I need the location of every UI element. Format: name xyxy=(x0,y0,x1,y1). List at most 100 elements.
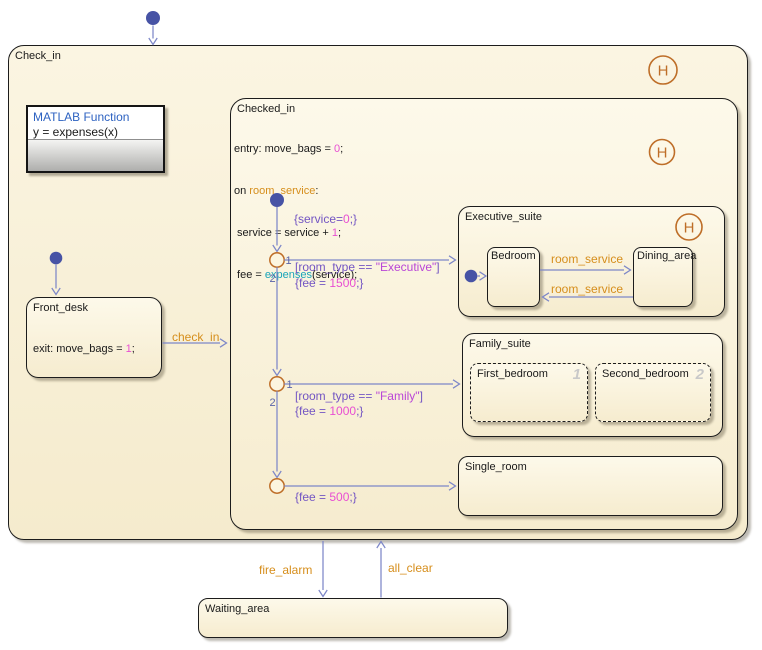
default-transition-dot[interactable] xyxy=(270,193,284,207)
text-segment: ] xyxy=(419,389,423,403)
arrowhead-icon xyxy=(148,37,158,46)
text-segment: entry: move_bags = xyxy=(234,143,334,155)
text-segment: "Executive" xyxy=(375,260,437,274)
text-segment: ;} xyxy=(356,276,364,290)
matlab-function-signature: y = expenses(x) xyxy=(33,125,119,139)
text-segment: ] xyxy=(436,260,440,274)
arrowhead-icon xyxy=(623,265,632,275)
transition-label-family-condition[interactable]: [room_type == "Family"] xyxy=(295,389,423,403)
text-segment: on xyxy=(234,185,250,197)
arrowhead-icon xyxy=(448,255,457,265)
text-segment: [room_type == xyxy=(295,260,376,274)
state-waiting-area-label: Waiting_area xyxy=(205,603,270,615)
text-segment: ; xyxy=(131,343,135,355)
state-single-room[interactable]: Single_room xyxy=(458,456,723,516)
state-front-desk-label: Front_desk xyxy=(33,302,89,314)
history-junction-label: H xyxy=(658,63,669,80)
text-segment: ;} xyxy=(349,490,357,504)
arrowhead-icon xyxy=(479,271,488,281)
history-junction-check-in[interactable] xyxy=(648,55,678,85)
matlab-function-block[interactable]: MATLAB Function y = expenses(x) xyxy=(26,105,165,173)
default-transition-dot[interactable] xyxy=(49,251,63,265)
state-single-room-label: Single_room xyxy=(465,461,527,473)
arrowhead-icon xyxy=(448,481,457,491)
state-front-desk[interactable]: Front_desk xyxy=(26,297,162,378)
state-executive-suite-label: Executive_suite xyxy=(465,211,543,223)
state-check-in-label: Check_in xyxy=(15,50,61,62)
arrowhead-icon xyxy=(219,338,228,348)
text-segment: {service= xyxy=(294,212,344,226)
state-bedroom[interactable]: Bedroom xyxy=(487,247,540,307)
junction-family[interactable] xyxy=(269,376,285,392)
parallel-order-number: 1 xyxy=(572,366,581,383)
text-segment: 1000 xyxy=(329,404,357,418)
text-segment: ;} xyxy=(349,212,358,226)
transition-label-family-fee[interactable]: {fee = 1000;} xyxy=(295,404,363,418)
transition-label-check-in[interactable]: check_in xyxy=(172,330,220,344)
junction-order-number: 2 xyxy=(270,273,276,285)
arrowhead-icon xyxy=(272,368,282,377)
text-segment: 1 xyxy=(125,343,132,355)
state-checked-in-label: Checked_in xyxy=(237,103,296,115)
text-segment: {fee = xyxy=(295,276,330,290)
parallel-order-number: 2 xyxy=(695,366,704,383)
text-segment: ;} xyxy=(356,404,364,418)
default-transition-dot[interactable] xyxy=(146,11,160,25)
history-junction-label: H xyxy=(684,220,695,237)
transition-label-executive-fee[interactable]: {fee = 1500;} xyxy=(295,276,363,290)
text-segment: service = service + xyxy=(234,227,332,239)
text-segment: {fee = xyxy=(295,404,330,418)
state-second-bedroom[interactable]: Second_bedroom 2 xyxy=(595,363,711,422)
arrowhead-icon xyxy=(272,470,282,479)
text-segment: 0 xyxy=(343,212,350,226)
text-segment: room_service xyxy=(249,185,316,197)
arrowhead-icon xyxy=(272,244,282,253)
state-waiting-area[interactable]: Waiting_area xyxy=(198,598,508,638)
arrowhead-icon xyxy=(318,589,328,598)
arrowhead-icon xyxy=(376,540,386,549)
junction-single[interactable] xyxy=(269,478,285,494)
text-segment: ; xyxy=(337,227,342,239)
text-segment: 500 xyxy=(329,490,350,504)
junction-order-number: 1 xyxy=(287,379,293,391)
text-segment: fee = xyxy=(234,269,265,281)
text-segment: ; xyxy=(340,143,344,155)
state-first-bedroom[interactable]: First_bedroom 1 xyxy=(470,363,588,422)
text-segment: exit: move_bags = xyxy=(33,343,126,355)
transition-label-fire-alarm[interactable]: fire_alarm xyxy=(259,563,313,577)
transition-label-executive-condition[interactable]: [room_type == "Executive"] xyxy=(295,260,440,274)
junction-order-number: 1 xyxy=(286,255,292,267)
text-segment: : xyxy=(315,185,319,197)
default-transition-dot[interactable] xyxy=(464,269,478,283)
text-segment: (service); xyxy=(311,269,358,281)
text-segment: 1 xyxy=(331,227,338,239)
arrowhead-icon xyxy=(452,379,461,389)
state-bedroom-label: Bedroom xyxy=(491,250,536,262)
arrowhead-icon xyxy=(51,287,61,296)
matlab-function-title: MATLAB Function xyxy=(33,110,130,124)
state-family-suite-label: Family_suite xyxy=(469,338,531,350)
history-junction-checked-in[interactable] xyxy=(648,138,676,166)
transition-label-service-init[interactable]: {service=0;} xyxy=(294,212,357,226)
history-junction-executive-suite[interactable] xyxy=(675,213,703,241)
transition-label-room-service-bottom[interactable]: room_service xyxy=(551,282,624,296)
state-dining-area[interactable]: Dining_area xyxy=(633,247,696,307)
checked-in-service-line: service = service + 1; xyxy=(234,226,357,240)
transition-label-all-clear[interactable]: all_clear xyxy=(388,561,433,575)
state-second-bedroom-label: Second_bedroom xyxy=(602,368,689,380)
text-segment: "Family" xyxy=(375,389,420,403)
arrowhead-icon xyxy=(541,292,550,302)
text-segment: [room_type == xyxy=(295,389,376,403)
text-segment: {fee = xyxy=(295,490,330,504)
checked-in-on-line: on room_service: xyxy=(234,184,357,198)
text-segment: 0 xyxy=(333,143,341,155)
junction-executive[interactable] xyxy=(269,252,285,268)
transition-label-single-fee[interactable]: {fee = 500;} xyxy=(295,490,357,504)
checked-in-entry-line: entry: move_bags = 0; xyxy=(234,142,357,156)
front-desk-exit-line: exit: move_bags = 1; xyxy=(33,342,135,356)
matlab-function-footer xyxy=(28,139,163,171)
transition-label-room-service-top[interactable]: room_service xyxy=(551,252,624,266)
junction-order-number: 2 xyxy=(270,397,276,409)
